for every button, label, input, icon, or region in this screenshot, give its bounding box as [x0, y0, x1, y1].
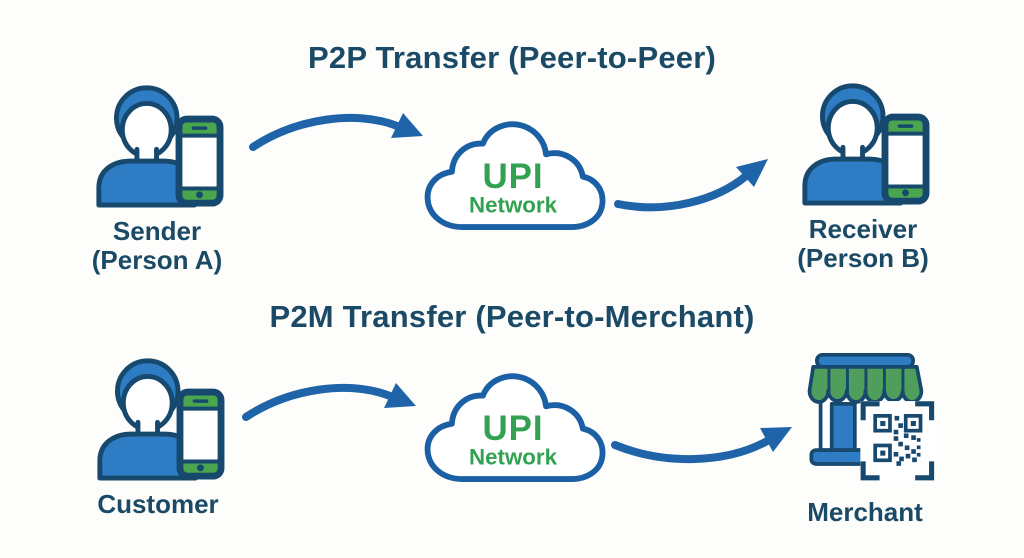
customer-label: Customer: [97, 489, 219, 519]
upi-network-cloud: UPI Network: [424, 373, 606, 482]
customer-actor: Customer: [78, 352, 238, 519]
upi-text: UPI: [482, 409, 543, 448]
arrow-customer-to-upi: [242, 383, 416, 421]
sender-actor: Sender (Person A): [77, 79, 237, 275]
upi-network-cloud: UPI Network: [424, 121, 606, 230]
network-text: Network: [469, 193, 558, 218]
merchant-actor: Merchant: [790, 352, 940, 527]
person-with-phone-icon: [96, 85, 224, 208]
receiver-actor: Receiver (Person B): [783, 77, 943, 273]
person-with-phone-icon: [802, 83, 930, 206]
arrow-upi-to-merchant: [611, 427, 792, 464]
p2p-section-title: P2P Transfer (Peer-to-Peer): [308, 40, 716, 75]
arrow-sender-to-upi: [249, 113, 423, 151]
person-with-phone-icon: [97, 358, 225, 481]
upi-text: UPI: [482, 157, 543, 196]
merchant-label: Merchant: [807, 497, 923, 527]
qr-code-icon: [860, 401, 935, 481]
sender-label: Sender (Person A): [91, 216, 223, 276]
p2m-section-title: P2M Transfer (Peer-to-Merchant): [269, 299, 755, 334]
merchant-store-qr-icon: [807, 352, 935, 481]
receiver-label: Receiver (Person B): [797, 214, 929, 274]
arrow-upi-to-receiver: [614, 159, 768, 212]
network-text: Network: [469, 445, 558, 470]
